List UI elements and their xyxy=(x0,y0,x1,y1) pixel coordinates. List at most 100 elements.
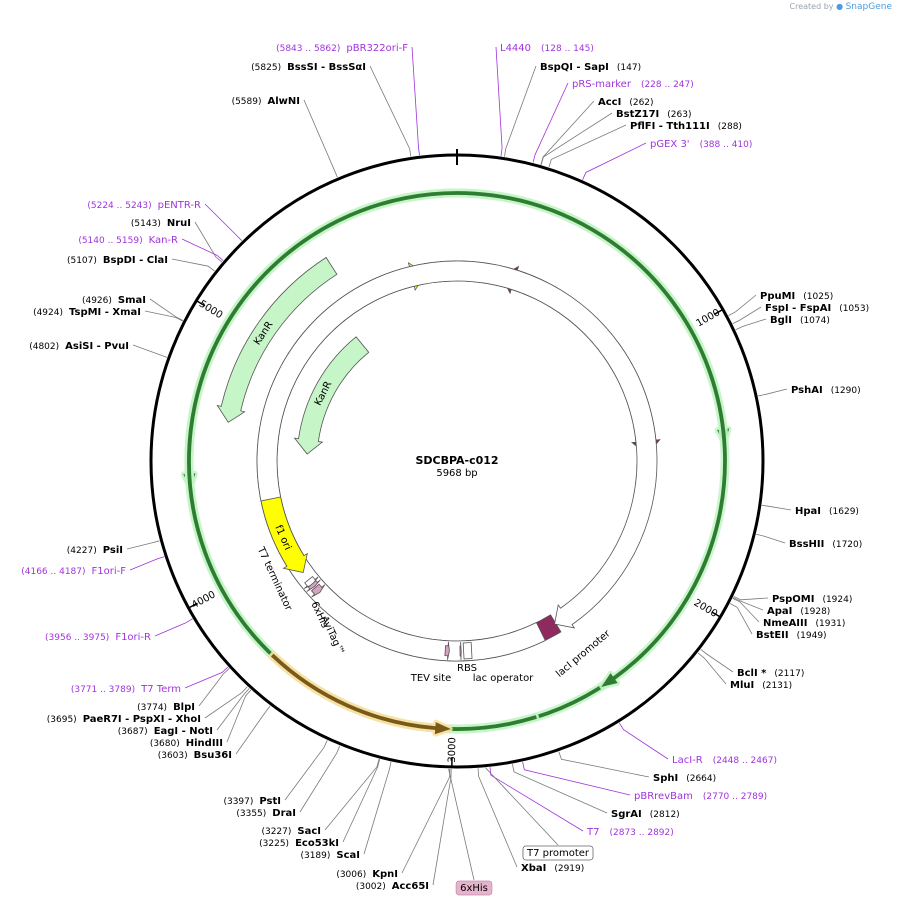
enzyme-position: (3774) xyxy=(137,703,167,713)
enzyme-name: BglI xyxy=(770,315,792,326)
enzyme-site: AccI(262) xyxy=(598,97,654,108)
leader-line xyxy=(729,603,753,635)
enzyme-name: ApaI xyxy=(767,606,792,617)
primer-position: (2770 .. 2789) xyxy=(703,792,767,802)
enzyme-name: PshAI xyxy=(791,385,823,396)
primer-position: (3771 .. 3789) xyxy=(71,685,135,695)
leader-line xyxy=(732,597,764,611)
enzyme-name: AsiSI - PvuI xyxy=(65,341,129,352)
enzyme-site: PstI(3397) xyxy=(223,796,281,807)
enzyme-name: FspI - FspAI xyxy=(765,303,831,314)
primer-site: pGEX 3'(388 .. 410) xyxy=(650,139,752,150)
enzyme-position: (3002) xyxy=(356,882,386,892)
enzyme-position: (4926) xyxy=(82,296,112,306)
enzyme-name: Acc65I xyxy=(392,881,429,892)
primer-site: pBR322ori-F(5843 .. 5862) xyxy=(276,43,408,54)
enzyme-site: EagI - NotI(3687) xyxy=(118,726,213,737)
boxed-label-text: 6xHis xyxy=(460,883,488,894)
enzyme-position: (3189) xyxy=(300,851,330,861)
enzyme-name: BstEII xyxy=(756,630,789,641)
enzyme-site: KpnI(3006) xyxy=(336,869,398,880)
enzyme-position: (1720) xyxy=(832,540,862,550)
leader-line xyxy=(477,768,518,868)
enzyme-position: (262) xyxy=(629,98,653,108)
primer-site: L4440(128 .. 145) xyxy=(500,43,594,54)
primer-site: pBRrevBam(2770 .. 2789) xyxy=(634,791,767,802)
leader-line xyxy=(324,758,380,831)
enzyme-position: (5589) xyxy=(232,97,262,107)
enzyme-position: (4227) xyxy=(67,546,97,556)
enzyme-position: (4802) xyxy=(29,342,59,352)
enzyme-position: (3680) xyxy=(150,739,180,749)
feature-label-laci-promoter: lacI promoter xyxy=(554,628,613,680)
leader-line xyxy=(198,668,230,707)
primer-position: (2448 .. 2467) xyxy=(713,756,777,766)
primer-site: Kan-R(5140 .. 5159) xyxy=(78,235,178,246)
enzyme-site: BlpI(3774) xyxy=(137,702,195,713)
enzyme-position: (3695) xyxy=(47,715,77,725)
enzyme-name: Eco53kI xyxy=(295,838,339,849)
enzyme-name: SacI xyxy=(297,826,321,837)
leader-line xyxy=(504,65,537,157)
enzyme-position: (2664) xyxy=(686,774,716,784)
enzyme-name: TspMI - XmaI xyxy=(69,307,141,318)
primer-site: LacI-R (2448 .. 2467) xyxy=(672,755,777,766)
enzyme-name: MluI xyxy=(730,680,754,691)
leader-line xyxy=(235,705,271,755)
enzyme-position: (3227) xyxy=(261,827,291,837)
enzyme-name: ScaI xyxy=(336,850,360,861)
leader-lines xyxy=(126,46,792,886)
enzyme-name: XbaI xyxy=(521,863,546,874)
leader-line xyxy=(126,540,160,550)
enzyme-site: ScaI (3189) xyxy=(300,850,360,861)
primer-name: LacI-R xyxy=(672,755,703,766)
feature-6xhis xyxy=(306,579,321,592)
feature-label-tev-site: TEV site xyxy=(410,673,452,684)
enzyme-position: (5143) xyxy=(131,219,161,229)
feature-avitag- xyxy=(310,583,326,598)
tick-label: 1000 xyxy=(695,307,723,329)
enzyme-name: BspDI - ClaI xyxy=(103,255,168,266)
feature-lac-operator xyxy=(462,642,473,660)
feature-kanr xyxy=(293,336,370,455)
enzyme-name: HpaI xyxy=(795,506,821,517)
tick-mark xyxy=(711,611,721,618)
leader-line xyxy=(432,768,452,886)
leader-line xyxy=(735,318,767,331)
tick-mark xyxy=(713,308,724,316)
leader-line xyxy=(522,761,631,796)
enzyme-site: HindIII(3680) xyxy=(150,738,223,749)
enzyme-site: MluI (2131) xyxy=(730,680,792,691)
enzyme-position: (5107) xyxy=(67,256,97,266)
enzyme-site: NruI(5143) xyxy=(131,218,191,229)
enzyme-site: AlwNI(5589) xyxy=(232,96,300,107)
leader-line xyxy=(512,763,608,814)
enzyme-site: TspMI - XmaI(4924) xyxy=(33,307,141,318)
enzyme-position: (3687) xyxy=(118,727,148,737)
plasmid-length: 5968 bp xyxy=(436,468,477,479)
enzyme-site: BspDI - ClaI (5107) xyxy=(67,255,168,266)
enzyme-name: SphI xyxy=(653,773,678,784)
leader-line xyxy=(154,618,193,637)
enzyme-name: PaeR7I - PspXI - XhoI xyxy=(83,714,201,725)
enzyme-site: SmaI(4926) xyxy=(82,295,146,306)
enzyme-position: (2131) xyxy=(762,681,792,691)
enzyme-site: HpaI(1629) xyxy=(795,506,859,517)
leader-line xyxy=(495,46,503,157)
feature-kanr xyxy=(216,256,338,423)
leader-line xyxy=(733,595,769,601)
enzyme-position: (3006) xyxy=(336,870,366,880)
enzyme-site: Acc65I (3002) xyxy=(356,881,429,892)
tick-mark xyxy=(188,602,198,609)
his-tag-cds xyxy=(270,653,451,735)
tick-label: 3000 xyxy=(447,737,458,763)
primer-position: (4166 .. 4187) xyxy=(21,567,85,577)
leader-line xyxy=(129,556,165,571)
enzyme-position: (147) xyxy=(617,63,641,73)
credit-text: Created by xyxy=(789,2,834,11)
leader-line xyxy=(761,504,792,511)
tick-label: 4000 xyxy=(190,589,218,611)
enzyme-site: Bsu36I(3603) xyxy=(158,750,232,761)
boxed-label-text: T7 promoter xyxy=(526,848,590,859)
leader-line xyxy=(558,751,650,778)
